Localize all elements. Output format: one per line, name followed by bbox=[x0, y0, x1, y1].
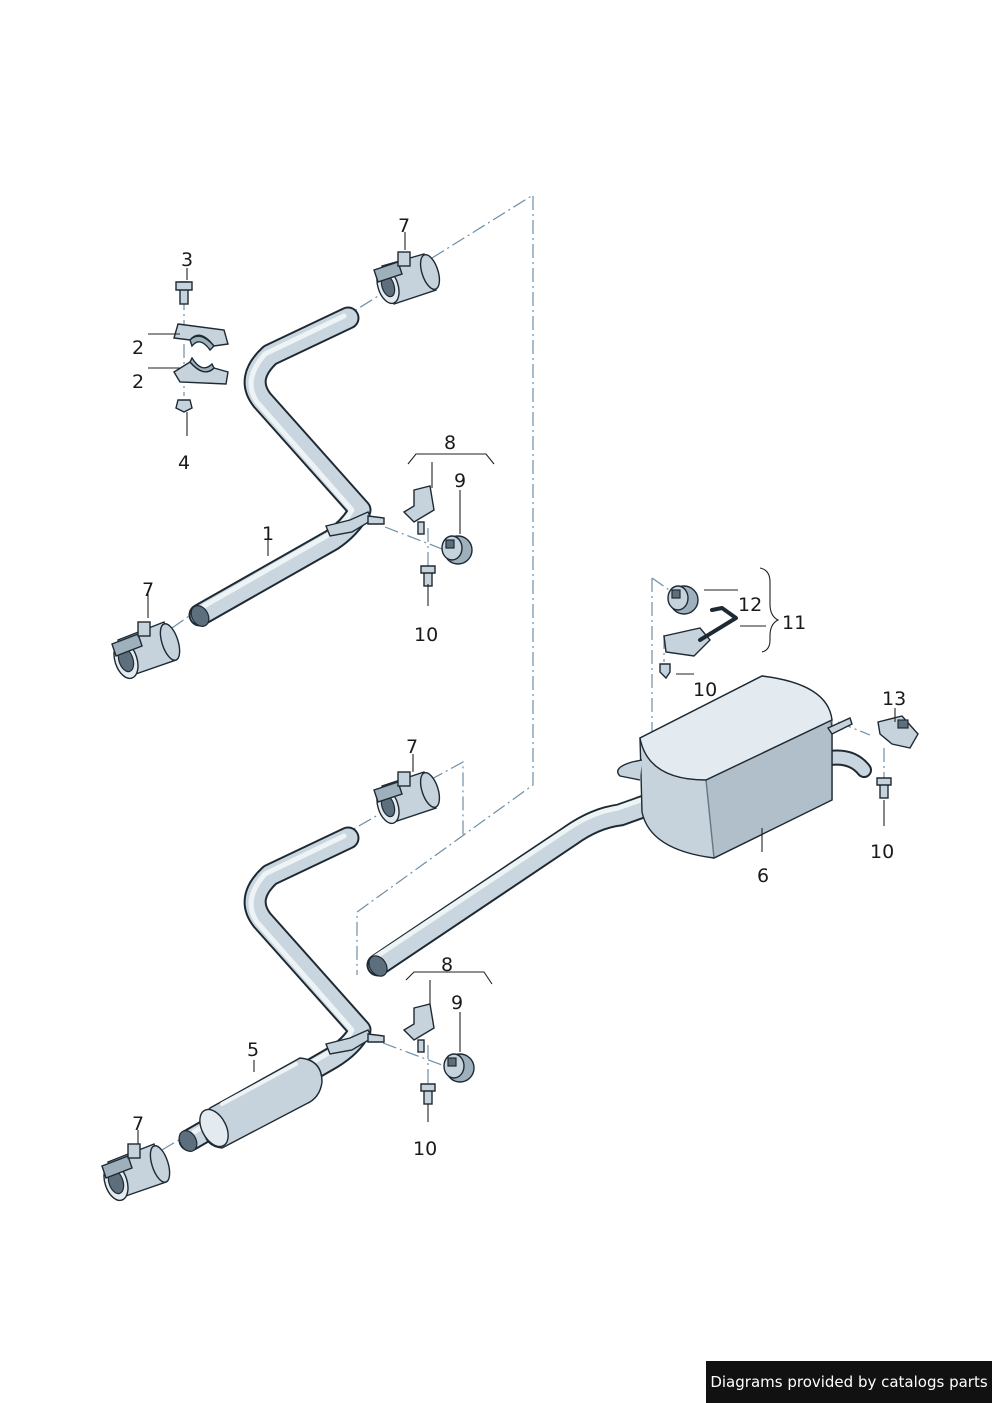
label-part-7: 7 bbox=[142, 579, 154, 601]
rear-pipe-and-muffler bbox=[366, 675, 872, 977]
bolt-10-lower bbox=[420, 1083, 436, 1105]
label-part-5: 5 bbox=[247, 1039, 259, 1061]
bracket-8-upper bbox=[402, 485, 435, 535]
label-part-10: 10 bbox=[693, 679, 717, 701]
clamp-7-lower-left bbox=[101, 1143, 171, 1202]
label-part-6: 6 bbox=[757, 865, 769, 887]
label-part-9: 9 bbox=[454, 470, 466, 492]
front-pipe bbox=[188, 306, 385, 627]
clamp-halves-assembly bbox=[173, 281, 229, 413]
label-part-9: 9 bbox=[451, 992, 463, 1014]
part-labels: 1 2 2 3 4 5 6 7 7 7 7 8 8 9 9 10 10 10 1… bbox=[132, 215, 906, 1160]
leader-lines bbox=[137, 232, 896, 1144]
front-pipe-with-muffler bbox=[178, 826, 385, 1152]
label-part-11: 11 bbox=[782, 612, 806, 634]
label-part-10: 10 bbox=[413, 1138, 437, 1160]
label-part-8: 8 bbox=[444, 432, 456, 454]
bolt-10-upper bbox=[420, 565, 436, 587]
label-part-1: 1 bbox=[262, 523, 274, 545]
watermark-text: Diagrams provided by catalogs parts bbox=[710, 1373, 988, 1391]
bolt-10-rear bbox=[876, 777, 892, 799]
label-part-10: 10 bbox=[870, 841, 894, 863]
label-part-7: 7 bbox=[132, 1113, 144, 1135]
bracket-13 bbox=[877, 715, 919, 749]
label-part-2: 2 bbox=[132, 371, 144, 393]
label-part-2: 2 bbox=[132, 337, 144, 359]
label-part-7: 7 bbox=[398, 215, 410, 237]
label-part-7: 7 bbox=[406, 736, 418, 758]
rubber-mount-9-upper bbox=[441, 535, 473, 565]
rubber-mount-9-lower bbox=[443, 1053, 475, 1083]
label-part-10: 10 bbox=[414, 624, 438, 646]
label-part-4: 4 bbox=[178, 452, 190, 474]
clamp-7-middle bbox=[373, 771, 441, 825]
label-part-13: 13 bbox=[882, 688, 906, 710]
clamp-7-upper-left bbox=[111, 621, 181, 680]
label-part-3: 3 bbox=[181, 249, 193, 271]
watermark-banner: Diagrams provided by catalogs parts bbox=[706, 1361, 992, 1403]
assembly-lines bbox=[161, 193, 885, 1151]
label-part-8: 8 bbox=[441, 954, 453, 976]
bracket-8-lower bbox=[402, 1003, 435, 1053]
clamp-7-upper-right bbox=[373, 251, 441, 305]
rear-hanger-set bbox=[659, 585, 738, 680]
label-part-12: 12 bbox=[738, 594, 762, 616]
